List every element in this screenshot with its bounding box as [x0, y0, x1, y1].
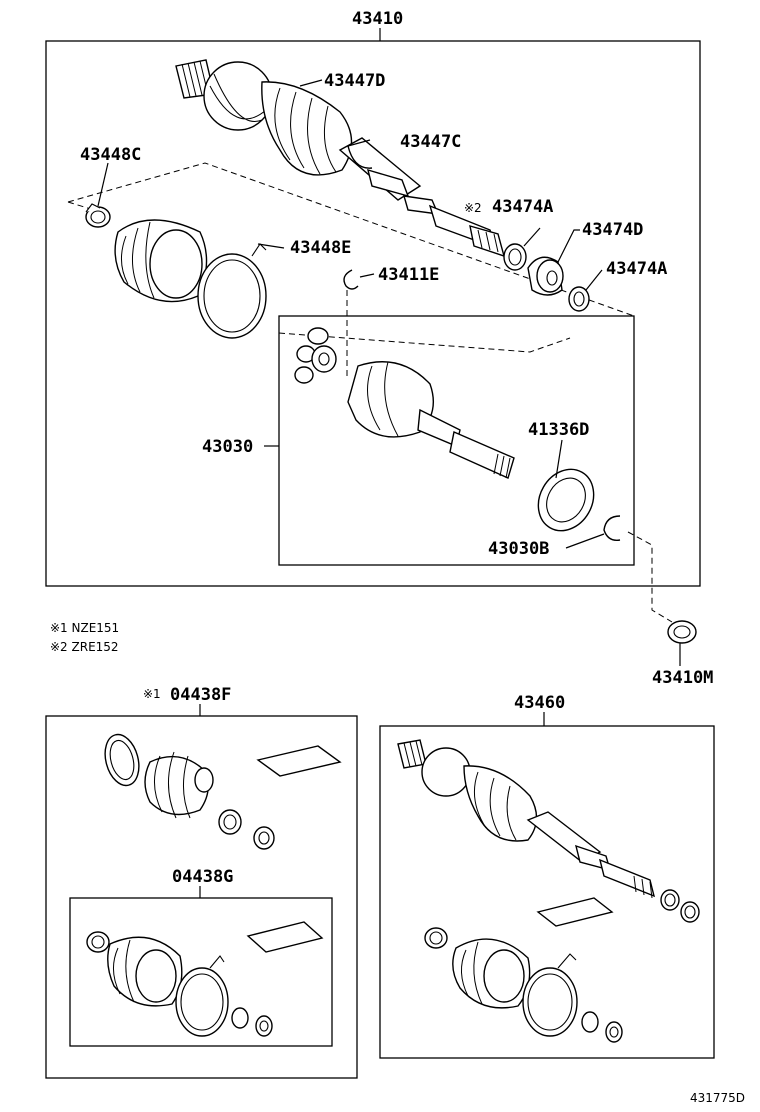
note-zre152: ※2 ZRE152 [50, 640, 119, 654]
bearing-43410M-icon [667, 620, 697, 644]
inboard-joint-43030-icon [347, 361, 515, 479]
tripod-spider-icon [294, 327, 337, 384]
oil-seal-41336D-icon [537, 468, 595, 532]
label-43411E: 43411E [378, 265, 439, 285]
boot-kit-G-icon [86, 921, 324, 1037]
label-41336D: 41336D [528, 420, 589, 440]
damper-43474D-icon [527, 256, 564, 296]
note-nze151: ※1 NZE151 [50, 621, 119, 635]
label-43474A-2: 43474A [606, 259, 667, 279]
assembly-box-43460 [379, 725, 715, 1059]
clamp-43448E-icon [197, 243, 267, 339]
label-04438F: 04438F [170, 685, 231, 705]
kit-box-04438F [45, 715, 358, 1079]
label-43447C: 43447C [400, 132, 461, 152]
drive-shaft-43460-icon [397, 739, 656, 899]
assembly-box-43410 [45, 40, 701, 587]
label-43448E: 43448E [290, 238, 351, 258]
subassembly-box-43030 [278, 315, 635, 566]
clamp-43448C-icon [85, 203, 111, 228]
figure-code: 431775D [690, 1091, 745, 1105]
label-43474D: 43474D [582, 220, 643, 240]
boot-kit-43460-icon [424, 889, 700, 1043]
mark-1: ※1 [143, 687, 161, 701]
label-43460: 43460 [514, 693, 565, 713]
dashed-outline [67, 162, 635, 317]
label-43410: 43410 [352, 9, 403, 29]
label-43474A: 43474A [492, 197, 553, 217]
kit-box-04438G [69, 897, 333, 1047]
snap-ring-43411E-icon [343, 269, 359, 290]
label-43448C: 43448C [80, 145, 141, 165]
boot-kit-F-icon [104, 733, 342, 850]
label-43410M: 43410M [652, 668, 713, 688]
label-43030B: 43030B [488, 539, 549, 559]
label-43030: 43030 [202, 437, 253, 457]
mark-2: ※2 [464, 201, 482, 215]
label-04438G: 04438G [172, 867, 233, 887]
label-43447D: 43447D [324, 71, 385, 91]
snap-ring-43030B-icon [603, 515, 621, 541]
inner-boot-icon [114, 219, 208, 303]
drive-shaft-assembly-icon [175, 59, 506, 258]
